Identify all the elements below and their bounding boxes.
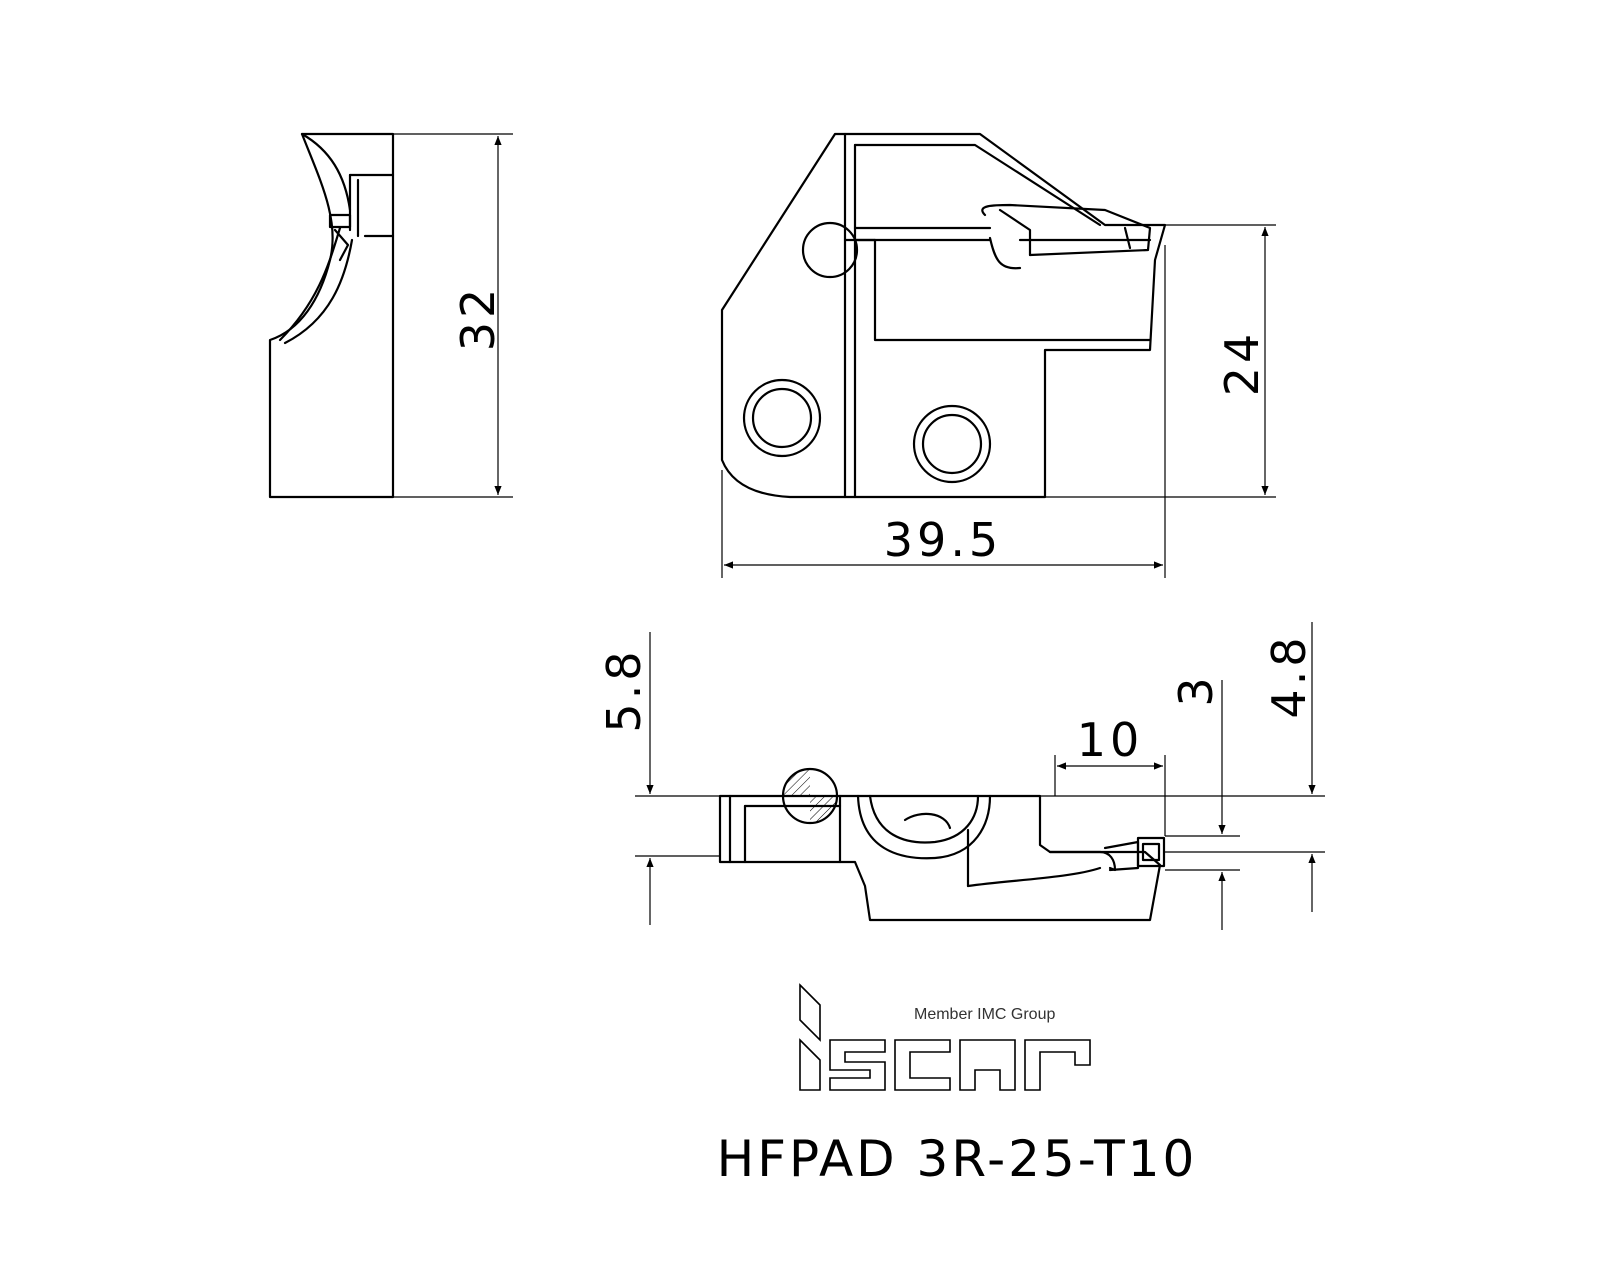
part-number: HFPAD 3R-25-T10: [717, 1130, 1198, 1188]
dim-top-insert: 3: [1169, 673, 1223, 706]
dim-front-height: 24: [1215, 330, 1269, 397]
front-view: 24 39.5: [720, 132, 1276, 578]
dim-top-left: 5.8: [597, 647, 651, 732]
dim-side-height: 32: [451, 285, 505, 352]
side-view: 32: [268, 132, 513, 499]
top-view: 5.8 10 3 4.8: [597, 622, 1325, 930]
dim-front-width: 39.5: [884, 513, 1002, 567]
dim-top-width: 10: [1077, 713, 1144, 767]
iscar-logo: Member IMC Group: [799, 983, 1091, 1091]
logo-tagline: Member IMC Group: [914, 1006, 1055, 1023]
dim-top-right: 4.8: [1262, 633, 1316, 718]
